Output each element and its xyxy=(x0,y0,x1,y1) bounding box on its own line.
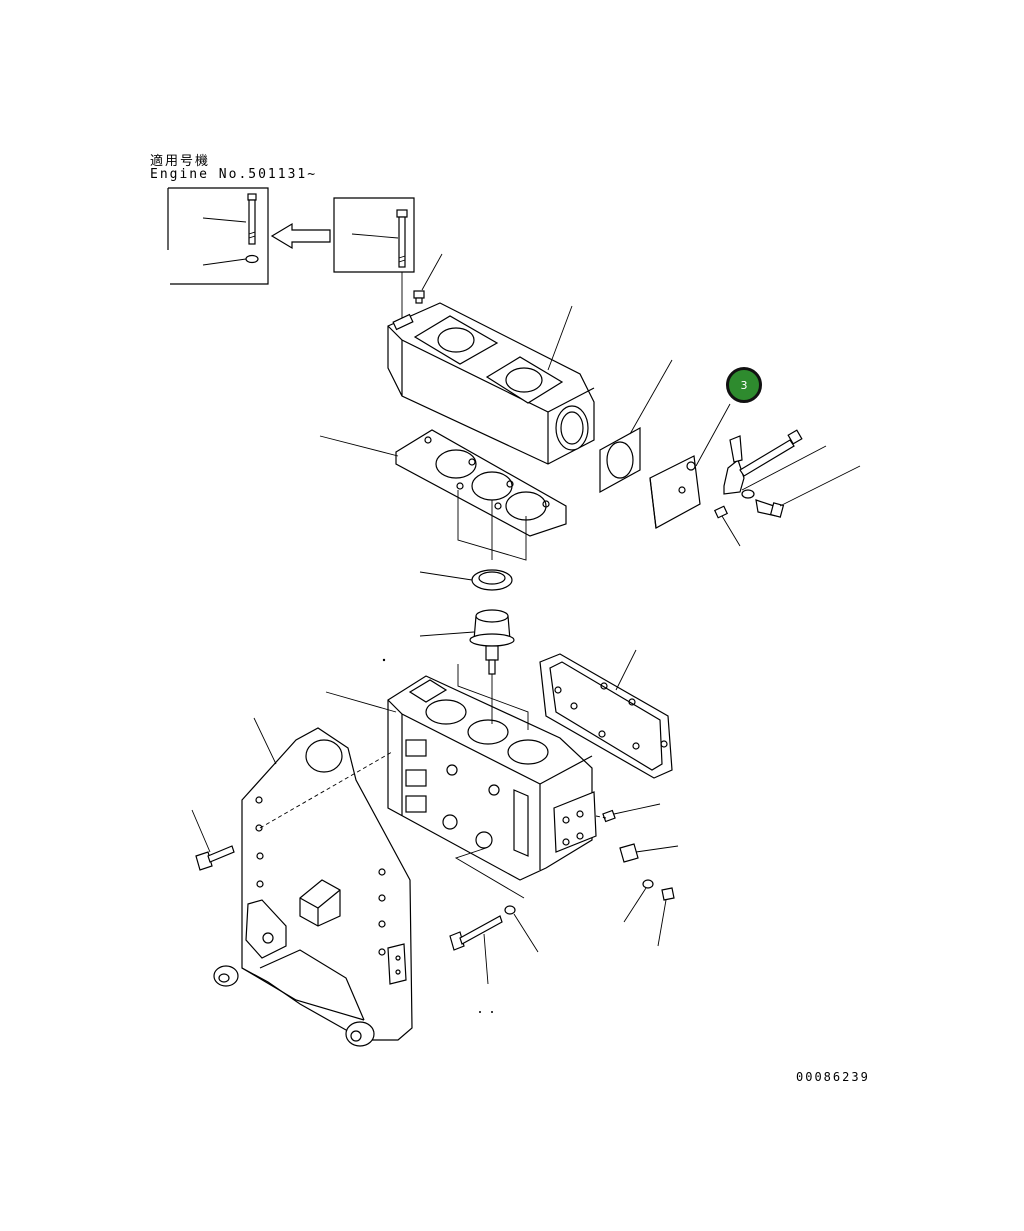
cover-plate-assembly xyxy=(649,403,861,547)
inset-new-bolt-box xyxy=(167,187,269,285)
pump-body xyxy=(325,664,597,899)
pump-side-bolts xyxy=(595,803,679,947)
top-small-bolt xyxy=(413,253,443,304)
seal-ring xyxy=(419,569,513,591)
engine-number-label: Engine No.501131~ xyxy=(150,167,318,182)
callout-number: 3 xyxy=(740,378,748,392)
outlet-gasket xyxy=(599,359,673,494)
inset-arrow xyxy=(270,222,331,250)
drawing-number: 00086239 xyxy=(796,1070,870,1084)
callout-3[interactable]: 3 xyxy=(726,367,762,403)
pump-cover-gasket xyxy=(539,649,673,779)
long-bolt xyxy=(449,905,539,985)
bracket-bolt xyxy=(191,809,235,871)
manifold-gasket xyxy=(319,429,567,561)
applicable-serial-label: 適用号機 xyxy=(150,154,211,169)
thermostat xyxy=(419,609,515,675)
inset-old-bolt-box xyxy=(333,197,415,318)
thermostat-housing xyxy=(387,302,595,465)
mounting-bracket xyxy=(213,717,413,1047)
